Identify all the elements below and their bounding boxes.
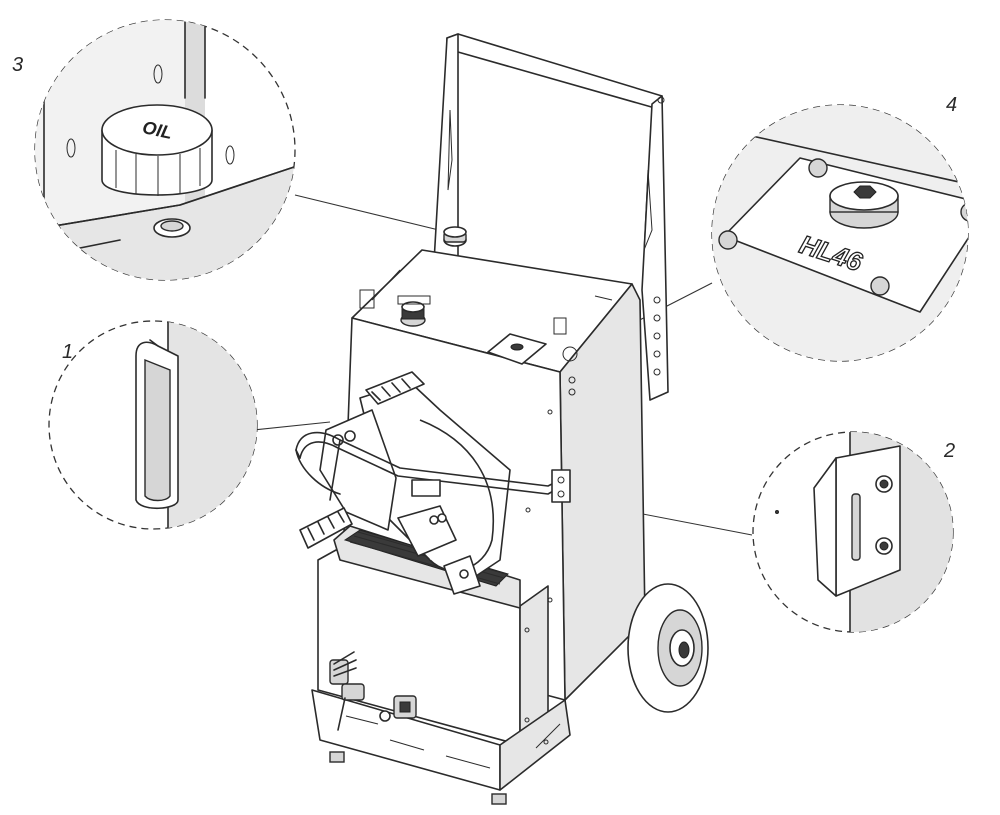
front-handle-bar	[295, 431, 571, 503]
lower-base	[311, 549, 571, 805]
hydraulic-couplings	[329, 651, 417, 731]
top-filler-cap	[443, 226, 467, 247]
callout-numbers: 1 2 3 4	[12, 54, 957, 462]
callout-number-2: 2	[943, 440, 955, 462]
detail-view-slot	[48, 320, 258, 530]
detail-view-bracket	[752, 431, 954, 633]
detail-view-plate: HL46	[711, 104, 969, 362]
detail-view-oil-cap: OIL	[34, 19, 296, 281]
top-breather-cap	[397, 295, 431, 327]
leader-line-3	[294, 194, 448, 233]
leader-line-4	[627, 282, 713, 327]
callout-number-1: 1	[62, 341, 73, 363]
top-plate	[487, 333, 547, 365]
callout-number-3: 3	[12, 54, 23, 76]
leader-line-1	[252, 421, 331, 431]
grip-handles	[299, 371, 425, 549]
rear-handle-frame	[433, 33, 669, 401]
wheel	[627, 583, 709, 713]
callout-number-4: 4	[946, 94, 957, 116]
trolley-machine	[295, 33, 709, 805]
